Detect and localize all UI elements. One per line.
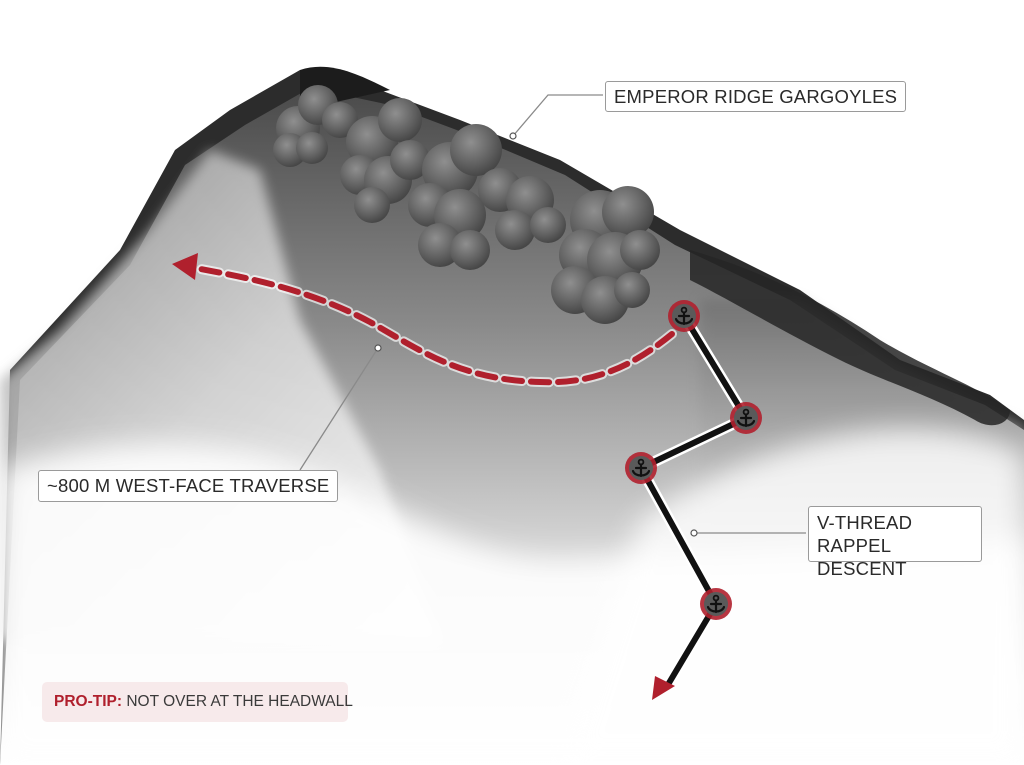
gargoyle-cluster-1	[273, 85, 358, 167]
leader-dot-traverse	[374, 344, 382, 352]
anchor-icon	[668, 300, 700, 332]
gargoyle-cluster-5	[551, 186, 660, 324]
mountain-massif	[0, 66, 1024, 765]
leader-gargoyles	[512, 94, 603, 137]
gargoyle-cluster-2	[340, 98, 430, 223]
leader-traverse	[299, 347, 379, 471]
protip-lead: PRO-TIP:	[54, 693, 123, 710]
gargoyles-callout: EMPEROR RIDGE GARGOYLES	[605, 81, 907, 112]
east-ridge-dark-edge	[690, 250, 1010, 426]
arrowhead-icon	[172, 253, 198, 280]
anchor-icon	[700, 588, 732, 620]
leader-dots	[374, 132, 698, 537]
traverse-route	[172, 253, 677, 388]
anchor-stations	[625, 300, 762, 620]
anchor-icon	[625, 452, 657, 484]
protip-banner: PRO-TIP: NOT OVER AT THE HEADWALL	[42, 682, 353, 722]
traverse-callout: ~800 M WEST-FACE TRAVERSE	[38, 470, 339, 502]
leader-dot-gargoyles	[509, 132, 517, 140]
gargoyle-cluster-3	[408, 124, 522, 270]
anchor-icon	[730, 402, 762, 434]
rappel-callout: V-THREAD RAPPEL DESCENT	[808, 506, 982, 579]
rappel-callout-line-1: V-THREAD	[817, 512, 913, 533]
leader-dot-rappel	[690, 529, 698, 537]
gargoyle-towers	[273, 85, 660, 324]
arrowhead-icon	[652, 676, 675, 700]
gargoyle-cluster-4	[495, 176, 566, 250]
leader-lines	[299, 94, 806, 534]
traverse-dash	[192, 265, 675, 386]
protip-text: NOT OVER AT THE HEADWALL	[122, 693, 353, 710]
rappel-callout-line-2: RAPPEL DESCENT	[817, 535, 907, 579]
